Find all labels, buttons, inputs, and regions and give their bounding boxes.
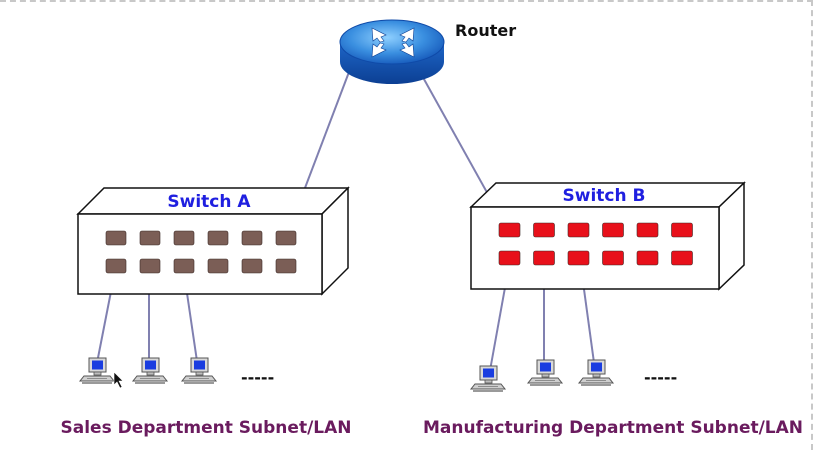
switch-port — [602, 250, 624, 266]
switch-port — [602, 222, 624, 238]
switch-port — [671, 250, 693, 266]
computer-icon[interactable] — [181, 357, 217, 385]
switch-port — [636, 222, 659, 238]
computer-icon[interactable] — [79, 357, 115, 385]
switch-port — [241, 258, 263, 274]
computer-icon[interactable] — [470, 365, 506, 393]
computer-icon[interactable] — [132, 357, 168, 385]
router-label: Router — [455, 21, 516, 40]
switch-port — [275, 258, 297, 274]
switch-a[interactable] — [76, 186, 350, 296]
switch-port — [671, 222, 693, 238]
right-dashed-border — [811, 0, 813, 450]
sales-subnet-label: Sales Department Subnet/LAN — [61, 418, 352, 438]
router-icon[interactable] — [339, 19, 445, 84]
switch-port — [636, 250, 659, 266]
switch-port — [173, 230, 195, 246]
switch-b-label: Switch B — [563, 186, 646, 206]
switch-port — [241, 230, 263, 246]
top-dashed-border — [0, 0, 813, 2]
switch-port — [567, 250, 590, 266]
manufacturing-computers — [470, 359, 614, 393]
switch-port — [275, 230, 297, 246]
switch-port — [533, 222, 555, 238]
switch-port — [207, 230, 229, 246]
switch-b-ports — [498, 222, 693, 266]
switch-a-label: Switch A — [167, 192, 251, 212]
manufacturing-more-computers: ----- — [644, 368, 677, 387]
computer-icon[interactable] — [527, 359, 563, 387]
switch-port — [105, 230, 127, 246]
computer-icon[interactable] — [578, 359, 614, 387]
switch-port — [105, 258, 127, 274]
switch-port — [533, 250, 555, 266]
mouse-cursor-icon — [113, 371, 124, 389]
switch-port — [567, 222, 590, 238]
switch-port — [498, 250, 521, 266]
switch-port — [207, 258, 229, 274]
manufacturing-subnet-label: Manufacturing Department Subnet/LAN — [423, 418, 803, 438]
switch-port — [139, 258, 161, 274]
switch-b[interactable] — [469, 181, 746, 291]
sales-more-computers: ----- — [241, 368, 274, 387]
switch-port — [139, 230, 161, 246]
switch-port — [173, 258, 195, 274]
sales-computers — [79, 357, 217, 385]
switch-port — [498, 222, 521, 238]
switch-a-ports — [105, 230, 297, 274]
